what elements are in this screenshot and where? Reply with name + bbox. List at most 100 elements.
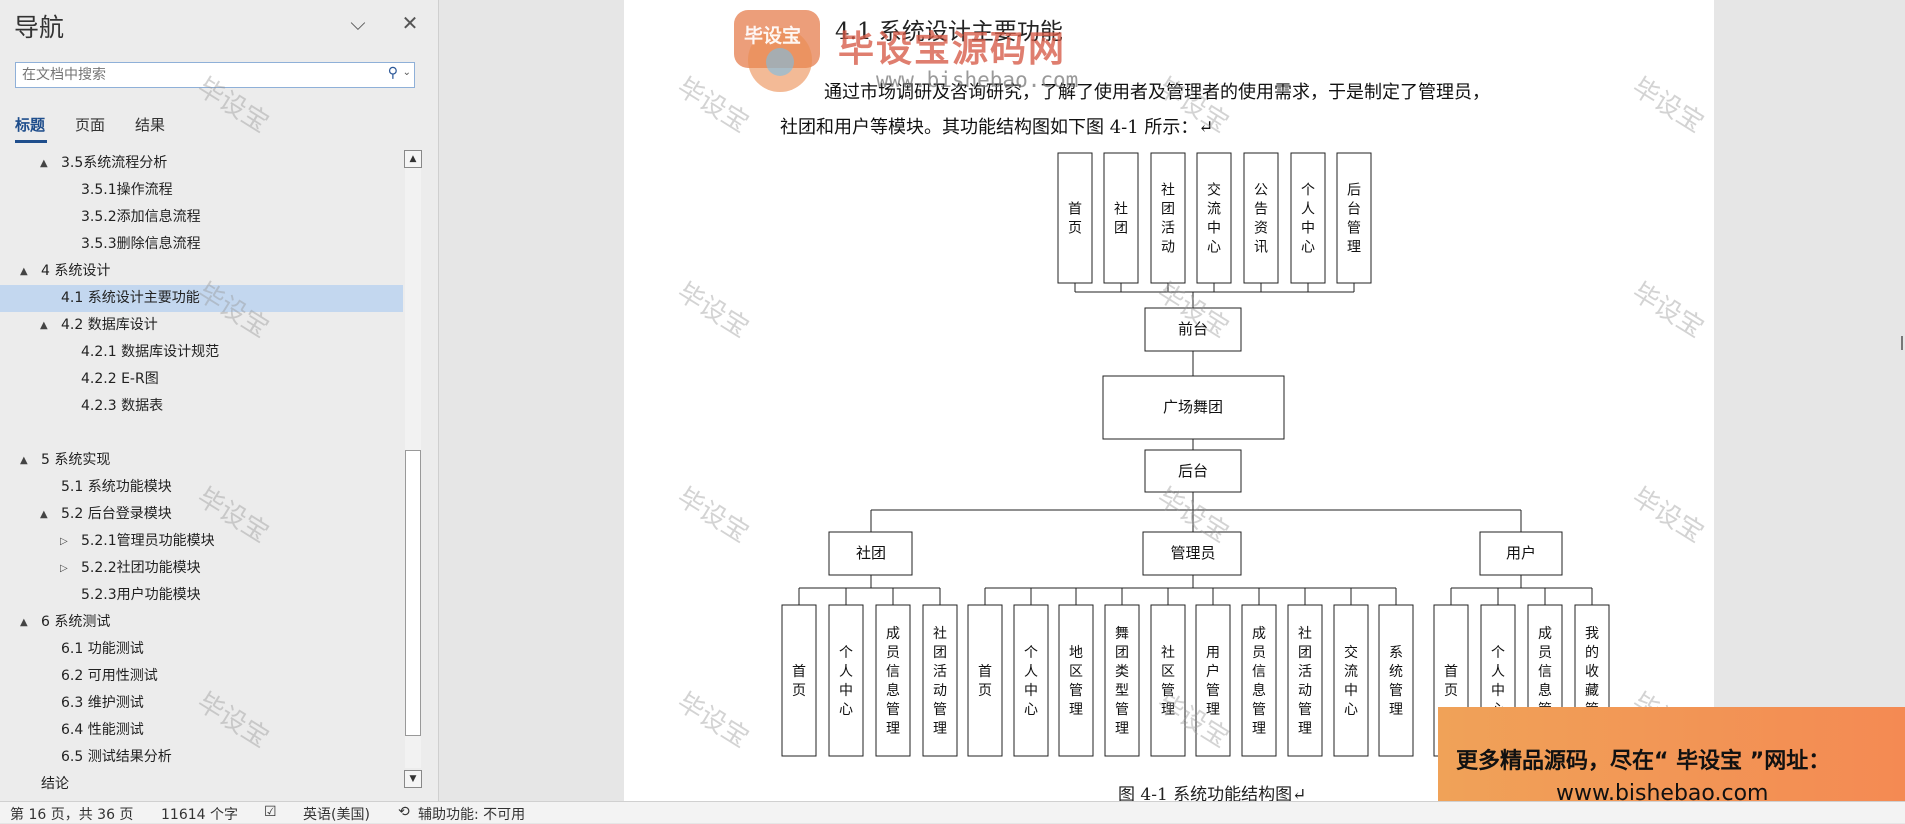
role-module-label: 成员信息管理: [1252, 626, 1266, 737]
role-module-label: 地区管理: [1069, 645, 1083, 718]
collapse-triangle-icon[interactable]: ▲: [40, 509, 48, 520]
status-word-count[interactable]: 11614 个字: [161, 807, 238, 823]
front-module-label: 后台管理: [1347, 183, 1361, 256]
nav-tree-item[interactable]: ▲ 4.2 数据库设计: [0, 312, 403, 339]
front-module-box: [1196, 152, 1232, 284]
nav-tree-item[interactable]: 5.1 系统功能模块: [0, 474, 403, 501]
status-bar: 第 16 页，共 36 页 11614 个字 ☑ 英语(美国) ⟲ 辅助功能: …: [0, 801, 1905, 823]
nav-tree-item[interactable]: 3.5.3删除信息流程: [0, 231, 403, 258]
nav-tree-item[interactable]: ▷ 5.2.2社团功能模块: [0, 555, 403, 582]
front-module-label: 交流中心: [1207, 182, 1221, 256]
nav-tree-item[interactable]: 3.5.2添加信息流程: [0, 204, 403, 231]
figure-caption: 图 4-1 系统功能结构图↵: [1118, 785, 1307, 805]
nav-tree-item[interactable]: 4.2.3 数据表: [0, 393, 403, 420]
front-label: 前台: [1178, 320, 1208, 338]
nav-tree-item-label: 5.2.1管理员功能模块: [81, 533, 215, 549]
nav-tree-item-label: 3.5.1操作流程: [81, 182, 173, 198]
scroll-up-icon[interactable]: ▲: [404, 150, 422, 168]
role-label: 管理员: [1170, 544, 1215, 562]
role-module-label: 首页: [978, 664, 992, 699]
nav-tree-item[interactable]: 6.2 可用性测试: [0, 663, 403, 690]
expand-triangle-icon[interactable]: ▷: [60, 536, 68, 547]
front-module-box: [1150, 152, 1186, 284]
collapse-triangle-icon[interactable]: ▲: [20, 455, 28, 466]
nav-tree-item-label: 4 系统设计: [41, 263, 111, 279]
nav-tree-item[interactable]: 6.1 功能测试: [0, 636, 403, 663]
role-module-box: [1378, 604, 1414, 757]
nav-close-icon[interactable]: ✕: [401, 11, 419, 35]
nav-tree-item[interactable]: ▲ 4 系统设计: [0, 258, 403, 285]
role-module-box: [1195, 604, 1231, 757]
tab-results[interactable]: 结果: [135, 116, 166, 134]
nav-tree-item[interactable]: 结论: [0, 771, 403, 790]
proofing-icon[interactable]: ☑: [264, 804, 277, 820]
role-module-label: 社区管理: [1161, 645, 1175, 718]
front-module-box: [1336, 152, 1372, 284]
scroll-thumb[interactable]: [405, 450, 421, 736]
search-input[interactable]: [22, 66, 372, 84]
front-module-label: 社团活动: [1161, 183, 1175, 256]
nav-tree-item-label: 3.5系统流程分析: [61, 155, 168, 171]
expand-triangle-icon[interactable]: ▷: [60, 563, 68, 574]
navigation-pane: 导航 ⌵ ✕ ⚲ ⌄ 标题 页面 结果 ▲3.5系统流程分析3.5.1操作流程3…: [0, 0, 439, 801]
role-module-box: [967, 604, 1003, 757]
nav-tree-item[interactable]: 5.2.3用户功能模块: [0, 582, 403, 609]
nav-tree-item[interactable]: ▷ 5.2.1管理员功能模块: [0, 528, 403, 555]
role-module-box: [1287, 604, 1323, 757]
active-tab-indicator: [15, 140, 47, 143]
role-module-label: 成员信息管理: [886, 626, 900, 737]
nav-scrollbar[interactable]: ▲ ▼: [404, 150, 422, 788]
tab-headings[interactable]: 标题: [15, 116, 46, 134]
role-module-label: 系统管理: [1389, 645, 1403, 718]
status-accessibility[interactable]: 辅助功能: 不可用: [418, 807, 526, 823]
role-module-label: 社团活动管理: [1298, 626, 1312, 737]
nav-tree-item[interactable]: 4.1 系统设计主要功能: [0, 285, 403, 312]
role-module-box: [1333, 604, 1369, 757]
role-module-label: 个人中心: [839, 645, 853, 718]
role-module-box: [922, 604, 958, 757]
search-icon[interactable]: ⚲: [387, 65, 398, 81]
collapse-triangle-icon[interactable]: ▲: [40, 158, 48, 169]
back-box: [1144, 449, 1242, 493]
nav-tree-item[interactable]: 6.5 测试结果分析: [0, 744, 403, 771]
nav-tree-item[interactable]: 3.5.1操作流程: [0, 177, 403, 204]
collapse-triangle-icon[interactable]: ▲: [20, 266, 28, 277]
nav-tree-item-label: 3.5.3删除信息流程: [81, 236, 201, 252]
role-box: [1142, 531, 1242, 576]
root-label: 广场舞团: [1163, 398, 1223, 416]
nav-tree-item-label: 6 系统测试: [41, 614, 111, 630]
collapse-triangle-icon[interactable]: ▲: [40, 320, 48, 331]
nav-search-box[interactable]: ⚲ ⌄: [15, 62, 415, 88]
nav-tree-item[interactable]: 4.2.2 E-R图: [0, 366, 403, 393]
search-dropdown-icon[interactable]: ⌄: [402, 67, 411, 78]
nav-options-chevron-icon[interactable]: ⌵: [350, 11, 366, 35]
nav-tree-item[interactable]: ▲ 3.5系统流程分析: [0, 150, 403, 177]
nav-tree-item[interactable]: ▲5.2 后台登录模块: [0, 501, 403, 528]
heading-tree: ▲ 3.5系统流程分析 3.5.1操作流程 3.5.2添加信息流程 3.5.3删除信息流…: [0, 150, 403, 790]
nav-tree-item-label: 6.4 性能测试: [61, 722, 144, 738]
nav-tree-item-label: 5.2.3用户功能模块: [81, 587, 201, 603]
status-page[interactable]: 第 16 页，共 36 页: [10, 807, 134, 823]
role-module-box: [1150, 604, 1186, 757]
nav-tree-item[interactable]: 6.4 性能测试: [0, 717, 403, 744]
role-module-box: [875, 604, 911, 757]
tab-pages[interactable]: 页面: [75, 116, 106, 134]
status-language[interactable]: 英语(美国): [303, 807, 370, 823]
collapse-triangle-icon[interactable]: ▲: [20, 617, 28, 628]
nav-tree-item-label: 5.1 系统功能模块: [61, 479, 172, 495]
nav-tree-item[interactable]: 6.3 维护测试: [0, 690, 403, 717]
nav-tree-item-label: 5.2.2社团功能模块: [81, 560, 201, 576]
nav-tree-item[interactable]: 4.2.1 数据库设计规范: [0, 339, 403, 366]
scroll-down-icon[interactable]: ▼: [404, 770, 422, 788]
role-module-box: [828, 604, 864, 757]
nav-tree-item[interactable]: ▲ 6 系统测试: [0, 609, 403, 636]
nav-tree-item-label: 4.2.3 数据表: [81, 398, 164, 414]
accessibility-icon[interactable]: ⟲: [398, 804, 410, 820]
nav-tree-item-label: 4.2.1 数据库设计规范: [81, 344, 220, 360]
nav-tree-item-label: 6.3 维护测试: [61, 695, 144, 711]
nav-tree-item[interactable]: ▲5 系统实现: [0, 447, 403, 474]
role-module-label: 个人中心: [1024, 645, 1038, 718]
nav-tree-item-label: 4.2 数据库设计: [61, 317, 158, 333]
nav-tree-item-label: 4.2.2 E-R图: [81, 371, 159, 387]
